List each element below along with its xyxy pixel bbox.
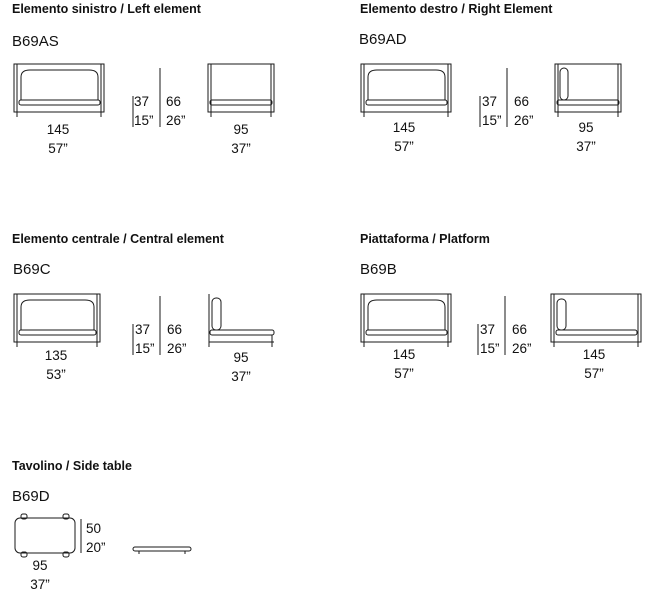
central-element-total-height-in: 26” — [167, 341, 187, 356]
central-element-seat-height: 37 15” — [135, 320, 159, 358]
right-element-title: Elemento destro / Right Element — [360, 2, 553, 16]
central-element-total-height-cm: 66 — [167, 322, 183, 337]
platform-seat-height: 37 15” — [480, 320, 504, 358]
left-element-front-view — [13, 63, 105, 117]
left-element-depth-in: 37” — [231, 141, 251, 156]
left-element-seat-height-in: 15” — [134, 113, 154, 128]
central-element-total-height: 66 26” — [167, 320, 193, 358]
left-element-total-height: 66 26” — [166, 92, 192, 130]
side-table-depth-in: 20” — [86, 540, 106, 555]
central-element-front-view — [13, 293, 101, 347]
right-element-total-height: 66 26” — [514, 92, 540, 130]
central-element-seat-height-cm: 37 — [135, 322, 151, 337]
central-element-width-in: 53” — [46, 367, 66, 382]
right-element-depth: 95 37” — [566, 118, 606, 156]
platform-seat-height-cm: 37 — [480, 322, 496, 337]
platform-side-view — [550, 293, 642, 347]
left-element-width-in: 57” — [48, 141, 68, 156]
side-table-top-view — [14, 513, 76, 558]
right-element-total-height-in: 26” — [514, 113, 534, 128]
right-element-depth-in: 37” — [576, 139, 596, 154]
central-element-width-cm: 135 — [44, 348, 68, 363]
platform-depth: 145 57” — [574, 345, 614, 383]
central-element-title: Elemento centrale / Central element — [12, 232, 224, 246]
right-element-code: B69AD — [359, 31, 407, 48]
platform-total-height-in: 26” — [512, 341, 532, 356]
left-element-seat-height: 37 15” — [134, 92, 158, 130]
right-element-width-cm: 145 — [392, 120, 416, 135]
central-element-width: 135 53” — [36, 346, 76, 384]
right-element-depth-cm: 95 — [578, 120, 594, 135]
central-element-seat-height-in: 15” — [135, 341, 155, 356]
right-element-width: 145 57” — [384, 118, 424, 156]
left-element-depth-cm: 95 — [233, 122, 249, 137]
platform-depth-in: 57” — [584, 366, 604, 381]
left-element-total-height-cm: 66 — [166, 94, 182, 109]
side-table-width-cm: 95 — [32, 558, 48, 573]
left-element-width-cm: 145 — [46, 122, 70, 137]
side-table-title: Tavolino / Side table — [12, 459, 132, 473]
right-element-seat-height: 37 15” — [482, 92, 506, 130]
platform-total-height: 66 26” — [512, 320, 538, 358]
side-table-depth-cm: 50 — [86, 521, 102, 536]
central-element-height-lines — [132, 296, 161, 355]
central-element-side-view — [208, 294, 275, 347]
left-element-code: B69AS — [12, 33, 59, 50]
platform-total-height-cm: 66 — [512, 322, 528, 337]
right-element-side-view — [554, 63, 622, 117]
right-element-total-height-cm: 66 — [514, 94, 530, 109]
platform-code: B69B — [360, 261, 397, 278]
side-table-side-view — [132, 546, 192, 554]
side-table-code: B69D — [12, 488, 50, 505]
right-element-seat-height-in: 15” — [482, 113, 502, 128]
platform-width: 145 57” — [384, 345, 424, 383]
platform-width-cm: 145 — [392, 347, 416, 362]
platform-width-in: 57” — [394, 366, 414, 381]
central-element-depth-cm: 95 — [233, 350, 249, 365]
right-element-front-view — [360, 63, 452, 117]
right-element-seat-height-cm: 37 — [482, 94, 498, 109]
platform-seat-height-in: 15” — [480, 341, 500, 356]
side-table-depth: 50 20” — [86, 519, 112, 557]
platform-front-view — [360, 293, 452, 347]
left-element-width: 145 57” — [38, 120, 78, 158]
platform-height-lines — [477, 296, 506, 355]
left-element-total-height-in: 26” — [166, 113, 186, 128]
left-element-depth: 95 37” — [221, 120, 261, 158]
right-element-width-in: 57” — [394, 139, 414, 154]
central-element-code: B69C — [13, 261, 51, 278]
left-element-side-view — [207, 63, 275, 117]
side-table-width: 95 37” — [22, 556, 58, 594]
right-element-height-lines — [479, 68, 508, 127]
central-element-depth: 95 37” — [221, 348, 261, 386]
left-element-title: Elemento sinistro / Left element — [12, 2, 201, 16]
platform-depth-cm: 145 — [582, 347, 606, 362]
central-element-depth-in: 37” — [231, 369, 251, 384]
left-element-height-lines — [132, 68, 161, 127]
side-table-width-in: 37” — [30, 577, 50, 592]
left-element-seat-height-cm: 37 — [134, 94, 150, 109]
platform-title: Piattaforma / Platform — [360, 232, 490, 246]
